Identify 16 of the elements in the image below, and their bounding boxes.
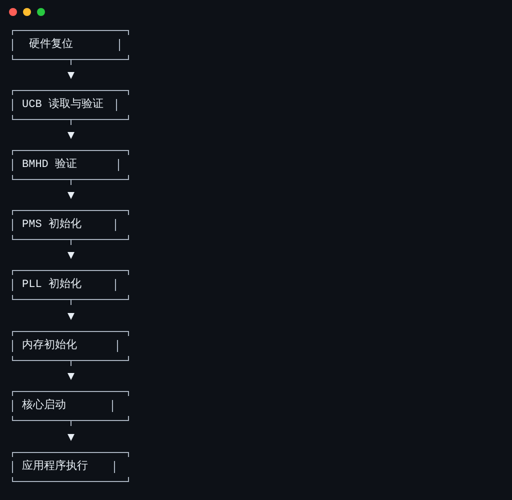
- process-box: [12, 210, 129, 240]
- box-label: BMHD 验证: [22, 160, 78, 170]
- box-label: PLL 初始化: [22, 280, 82, 290]
- box-label: 核心启动: [22, 400, 66, 412]
- process-box: [12, 90, 129, 120]
- box-label: 硬件复位: [29, 40, 73, 50]
- process-box: [12, 30, 129, 60]
- process-box: [12, 391, 129, 421]
- process-box: [12, 331, 129, 361]
- box-label: UCB 读取与验证: [22, 100, 104, 110]
- process-box: [12, 270, 129, 300]
- box-label: 应用程序执行: [22, 462, 88, 472]
- process-box: [12, 150, 129, 180]
- box-label: PMS 初始化: [22, 220, 82, 230]
- box-label: 内存初始化: [22, 340, 77, 352]
- process-box: [12, 452, 129, 482]
